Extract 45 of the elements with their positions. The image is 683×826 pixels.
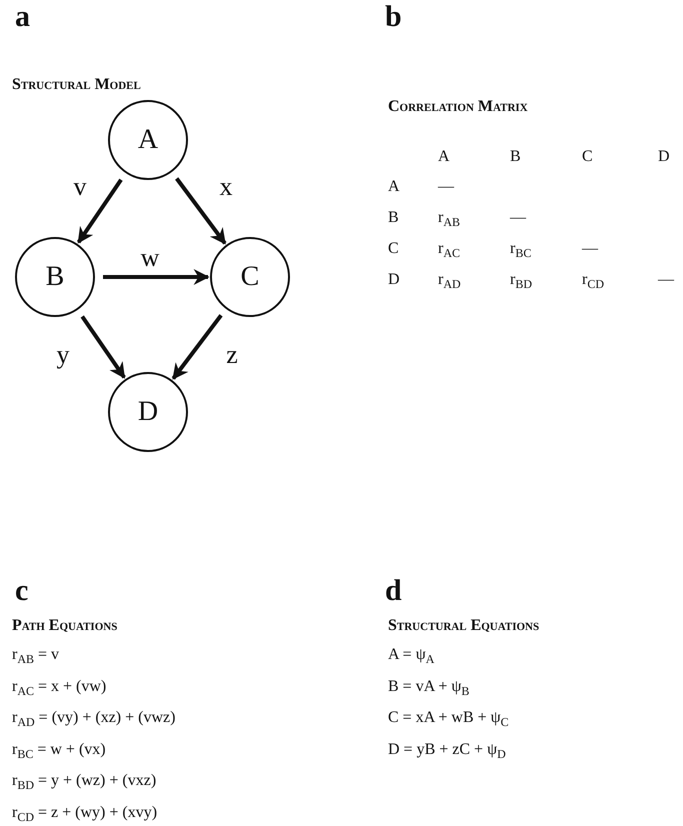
arrow <box>172 314 223 380</box>
matrix-entry: r$_{BD}$ <box>510 271 532 292</box>
matrix-entry: r$_{BC}$ <box>510 240 532 260</box>
equation: B = vA + ψ$_{B}$ <box>388 678 470 698</box>
table-header: C <box>582 148 593 166</box>
row-header: B <box>388 209 399 227</box>
panel-letter: c <box>15 574 28 607</box>
arrow <box>175 177 227 245</box>
arrow <box>80 315 126 379</box>
equation: r$_{BD}$ = y + (wz) + (vxz) <box>12 772 156 792</box>
matrix-entry: — <box>438 178 454 196</box>
matrix-entry: r$_{CD}$ <box>582 271 604 292</box>
arrow <box>76 178 123 244</box>
matrix-entry: — <box>510 209 526 227</box>
arrow <box>103 269 210 285</box>
equation: A = ψ$_{A}$ <box>388 646 434 666</box>
row-header: D <box>388 271 400 289</box>
panel-letter: a <box>15 0 30 33</box>
node-label: A <box>138 124 158 156</box>
panel-heading: Path Equations <box>12 617 118 635</box>
equation: r$_{CD}$ = z + (wy) + (xvy) <box>12 804 158 824</box>
table-header: B <box>510 148 521 166</box>
node-label: C <box>240 261 260 293</box>
panel-heading: Structural Equations <box>388 617 540 635</box>
equation: r$_{AC}$ = x + (vw) <box>12 678 106 698</box>
matrix-entry: r$_{AD}$ <box>438 271 461 292</box>
panel-letter: b <box>385 0 402 33</box>
panel-letter: d <box>385 574 402 607</box>
equation: r$_{BC}$ = w + (vx) <box>12 740 106 761</box>
equation: r$_{AB}$ = v <box>12 646 60 666</box>
equation: C = xA + wB + ψ$_{C}$ <box>388 709 509 730</box>
matrix-entry: — <box>582 240 598 258</box>
table-header: D <box>658 148 670 166</box>
row-header: C <box>388 240 399 258</box>
matrix-entry: r$_{AB}$ <box>438 209 460 230</box>
equation: r$_{AD}$ = (vy) + (xz) + (vwz) <box>12 709 176 730</box>
panel-heading: Correlation Matrix <box>388 98 528 116</box>
equation: D = yB + zC + ψ$_{D}$ <box>388 740 506 761</box>
panel-heading: Structural Model <box>12 76 141 94</box>
node-label: D <box>138 396 158 428</box>
row-header: A <box>388 178 400 196</box>
table-header: A <box>438 148 450 166</box>
node-label: B <box>46 261 64 293</box>
matrix-entry: — <box>658 271 674 289</box>
matrix-entry: r$_{AC}$ <box>438 240 460 260</box>
